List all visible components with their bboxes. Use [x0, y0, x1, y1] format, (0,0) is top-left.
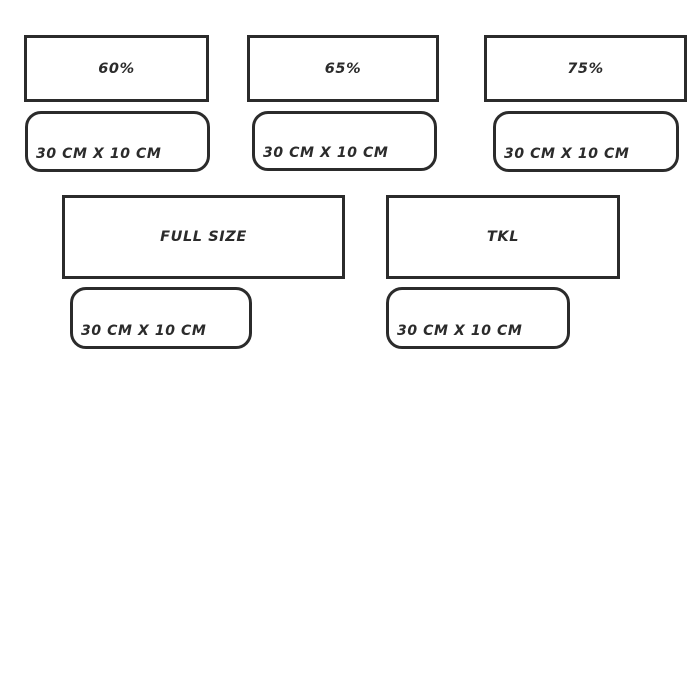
dimension-box-65-percent: 30 CM X 10 CM: [252, 111, 437, 171]
size-label: 65%: [324, 60, 362, 77]
size-box-65-percent: 65%: [247, 35, 439, 102]
dimension-box-60-percent: 30 CM X 10 CM: [25, 111, 210, 172]
dimension-label: 30 CM X 10 CM: [263, 145, 389, 161]
dimension-label: 30 CM X 10 CM: [81, 323, 207, 339]
size-box-full-size: FULL SIZE: [62, 195, 345, 279]
dimension-box-full-size: 30 CM X 10 CM: [70, 287, 252, 349]
dimension-box-tkl: 30 CM X 10 CM: [386, 287, 570, 349]
size-box-tkl: TKL: [386, 195, 620, 279]
size-box-60-percent: 60%: [24, 35, 209, 102]
size-label: TKL: [486, 229, 520, 245]
dimension-box-75-percent: 30 CM X 10 CM: [493, 111, 679, 172]
dimension-label: 30 CM X 10 CM: [36, 146, 162, 162]
size-label: 60%: [98, 60, 135, 77]
size-box-75-percent: 75%: [484, 35, 687, 102]
dimension-label: 30 CM X 10 CM: [504, 146, 630, 162]
size-label: 75%: [567, 60, 604, 77]
dimension-label: 30 CM X 10 CM: [397, 323, 523, 339]
size-label: FULL SIZE: [160, 229, 247, 245]
